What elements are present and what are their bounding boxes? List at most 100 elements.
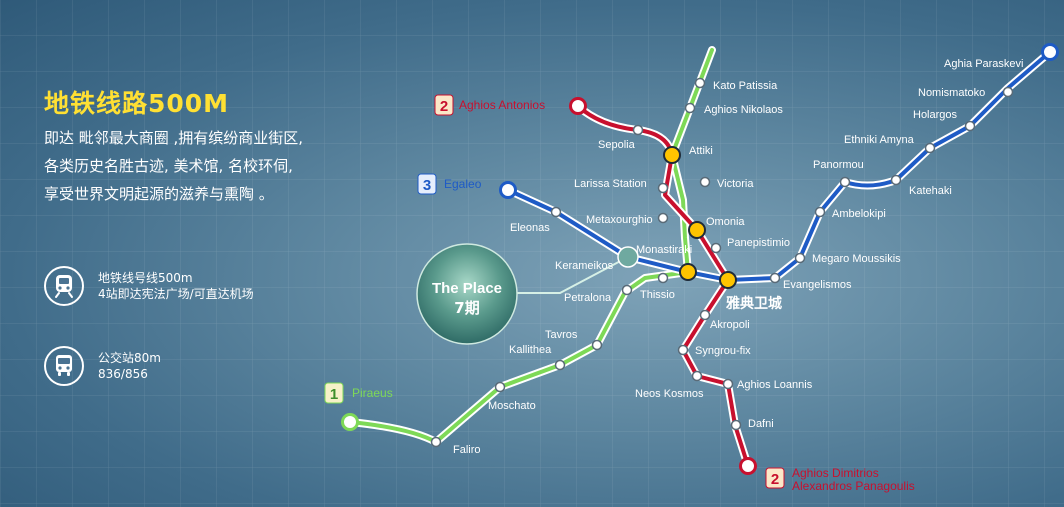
- station-dot-moschato: [494, 381, 506, 393]
- terminal-dot-egaleo: [499, 181, 517, 199]
- station-label: Moschato: [488, 400, 536, 412]
- station-dot-syngrou: [677, 344, 689, 356]
- the-place-line2: 7期: [454, 299, 479, 317]
- bus-info-line2: 836/856: [98, 367, 148, 381]
- description-line: 各类历史名胜古迹, 美术馆, 名校环伺,: [44, 157, 293, 175]
- station-label: Sepolia: [598, 139, 636, 151]
- metro-line-3: [504, 48, 1054, 284]
- station-label: Attiki: [689, 145, 713, 157]
- station-label: Petralona: [564, 292, 612, 304]
- interchange-dots: [663, 146, 737, 289]
- line-badge-1: 1 Piraeus: [324, 382, 393, 404]
- line-badge-3: 3 Egaleo: [417, 173, 482, 195]
- terminal-label-piraeus: Piraeus: [352, 386, 393, 400]
- station-dot-holargos: [964, 120, 976, 132]
- station-dot-eleonas: [550, 206, 562, 218]
- station-label: Neos Kosmos: [635, 388, 704, 400]
- station-dot-sepolia: [632, 124, 644, 136]
- station-label: Faliro: [453, 444, 481, 456]
- bus-info: 公交站80m 836/856: [44, 346, 161, 386]
- station-label: Megaro Moussikis: [812, 253, 901, 265]
- station-label: Evangelismos: [783, 279, 852, 291]
- terminal-dot-aghia-paraskevi: [1041, 43, 1059, 61]
- bus-icon: [44, 346, 84, 386]
- line-badge-2-north: 2 Aghios Antonios: [434, 94, 545, 116]
- station-label: Aghios Loannis: [737, 379, 813, 391]
- station-label: Omonia: [706, 216, 745, 228]
- station-dot-kallithea: [554, 359, 566, 371]
- station-dot-ethniki: [924, 142, 936, 154]
- station-label: Metaxourghio: [586, 214, 653, 226]
- terminal-dot-aghios-antonios: [569, 97, 587, 115]
- line-badge-number: 1: [330, 386, 338, 403]
- station-label: Eleonas: [510, 222, 550, 234]
- station-dot-larissa: [657, 182, 669, 194]
- station-label: Ethniki Amyna: [844, 134, 915, 146]
- metro-info: 地铁线号线500m 4站即达宪法广场/可直达机场: [44, 266, 254, 306]
- station-label: Monastiraki: [636, 244, 692, 256]
- station-label: Nomismatoko: [918, 87, 985, 99]
- station-label: Victoria: [717, 178, 754, 190]
- station-dot-kerameikos: [617, 246, 639, 268]
- line-badge-number: 3: [423, 177, 431, 194]
- place-connector: [512, 256, 629, 294]
- station-dot-panormou: [839, 176, 851, 188]
- station-dot-katehaki: [890, 174, 902, 186]
- station-dot-ambelokipi: [814, 206, 826, 218]
- station-dot-panepistimio: [710, 242, 722, 254]
- station-label: Tavros: [545, 329, 578, 341]
- description: 即达 毗邻最大商圈 ,拥有缤纷商业街区, 各类历史名胜古迹, 美术馆, 名校环伺…: [44, 124, 303, 208]
- interchange-omonia: [688, 221, 706, 239]
- station-dot-nomismatoko: [1002, 86, 1014, 98]
- station-label: Aghios Nikolaos: [704, 104, 783, 116]
- terminal-label-aghios-antonios: Aghios Antonios: [459, 98, 545, 112]
- terminal-label-panagoulis: Alexandros Panagoulis: [792, 479, 915, 493]
- interchange-attiki: [663, 146, 681, 164]
- station-dot-tavros: [591, 339, 603, 351]
- terminal-dot-aghios-dimitrios: [739, 457, 757, 475]
- station-label-syntagma: 雅典卫城: [726, 295, 782, 312]
- bus-info-line1: 公交站80m: [98, 351, 161, 365]
- station-labels: Kato Patissia Aghios Nikolaos Attiki Sep…: [453, 58, 1024, 456]
- station-label: Ambelokipi: [832, 208, 886, 220]
- station-label: Holargos: [913, 109, 958, 121]
- interchange-monastiraki: [679, 263, 697, 281]
- the-place-marker: The Place 7期: [416, 243, 518, 345]
- description-line: 享受世界文明起源的滋养与熏陶 。: [44, 185, 274, 203]
- station-dot-aghios-loannis: [722, 378, 734, 390]
- line-badge-number: 2: [440, 98, 448, 115]
- metro-train-icon: [44, 266, 84, 306]
- metro-info-line1: 地铁线号线500m: [98, 271, 193, 285]
- station-label: Katehaki: [909, 185, 952, 197]
- station-dot-akropoli: [699, 309, 711, 321]
- station-dot-faliro: [430, 436, 442, 448]
- headline: 地铁线路500M: [44, 89, 230, 118]
- station-dots: [430, 77, 1014, 448]
- line-badge-2-south: 2 Aghios Dimitrios Alexandros Panagoulis: [765, 466, 915, 493]
- metro-line-3-stroke: [506, 50, 1052, 282]
- terminal-dot-piraeus: [341, 413, 359, 431]
- station-label: Larissa Station: [574, 178, 647, 190]
- station-dot-megaro: [794, 252, 806, 264]
- station-label: Thissio: [640, 289, 675, 301]
- station-dot-thissio: [657, 272, 669, 284]
- the-place-line1: The Place: [432, 280, 502, 297]
- interchange-syntagma: [719, 271, 737, 289]
- station-label: Panormou: [813, 159, 864, 171]
- station-label: Kallithea: [509, 344, 552, 356]
- terminal-label-egaleo: Egaleo: [444, 177, 482, 191]
- line-badge-number: 2: [771, 471, 779, 488]
- station-label: Akropoli: [710, 319, 750, 331]
- station-label: Dafni: [748, 418, 774, 430]
- station-dot-neos-kosmos: [691, 370, 703, 382]
- station-label: Aghia Paraskevi: [944, 58, 1024, 70]
- station-label: Syngrou-fix: [695, 345, 751, 357]
- station-dot-petralona: [621, 284, 633, 296]
- station-label: Panepistimio: [727, 237, 790, 249]
- metro-info-line2: 4站即达宪法广场/可直达机场: [98, 287, 254, 301]
- station-label: Kato Patissia: [713, 80, 778, 92]
- station-dot-evangelismos: [769, 272, 781, 284]
- station-dot-dafni: [730, 419, 742, 431]
